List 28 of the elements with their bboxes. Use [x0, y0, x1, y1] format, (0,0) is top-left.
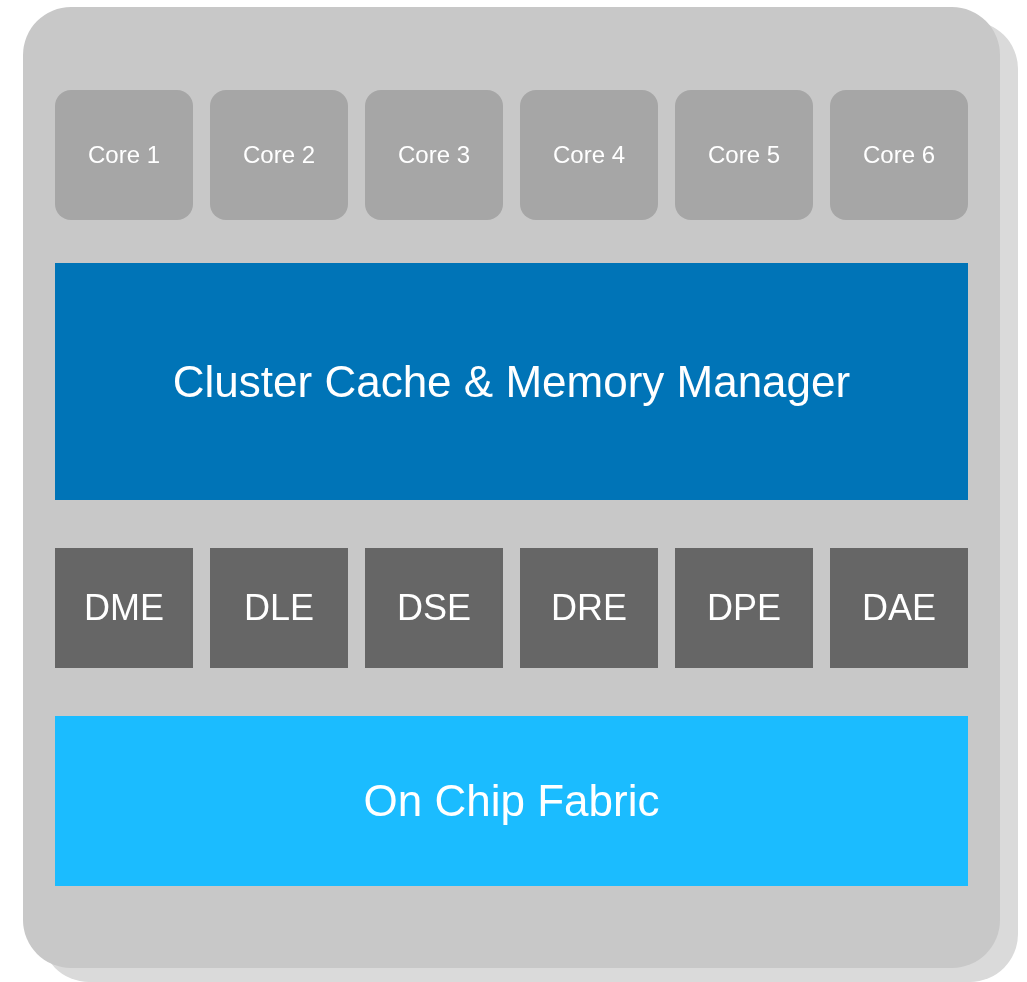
block-label: Core 1: [87, 141, 160, 169]
block-label: Core 4: [552, 141, 625, 169]
block-label: Cluster Cache & Memory Manager: [172, 356, 851, 407]
block-label: Core 3: [397, 141, 470, 169]
block-label: DLE: [244, 587, 314, 629]
core-box: [365, 90, 503, 220]
engine-box: [210, 548, 348, 668]
block-label: Core 6: [862, 141, 935, 169]
block-label: DRE: [551, 587, 627, 629]
block-label: DAE: [862, 587, 936, 629]
cache-box: [55, 263, 968, 500]
block-label: On Chip Fabric: [363, 776, 660, 826]
core-box: [520, 90, 658, 220]
core-box: [55, 90, 193, 220]
engine-box: [520, 548, 658, 668]
core-box: [830, 90, 968, 220]
block-label: DME: [84, 587, 164, 629]
engine-box: [830, 548, 968, 668]
fabric-box: [55, 716, 968, 886]
block-label: DPE: [707, 587, 781, 629]
core-box: [675, 90, 813, 220]
block-label: DSE: [397, 587, 471, 629]
engine-box: [675, 548, 813, 668]
block-label: Core 5: [707, 141, 780, 169]
core-box: [210, 90, 348, 220]
engine-box: [55, 548, 193, 668]
block-label: Core 2: [242, 141, 315, 169]
engine-box: [365, 548, 503, 668]
